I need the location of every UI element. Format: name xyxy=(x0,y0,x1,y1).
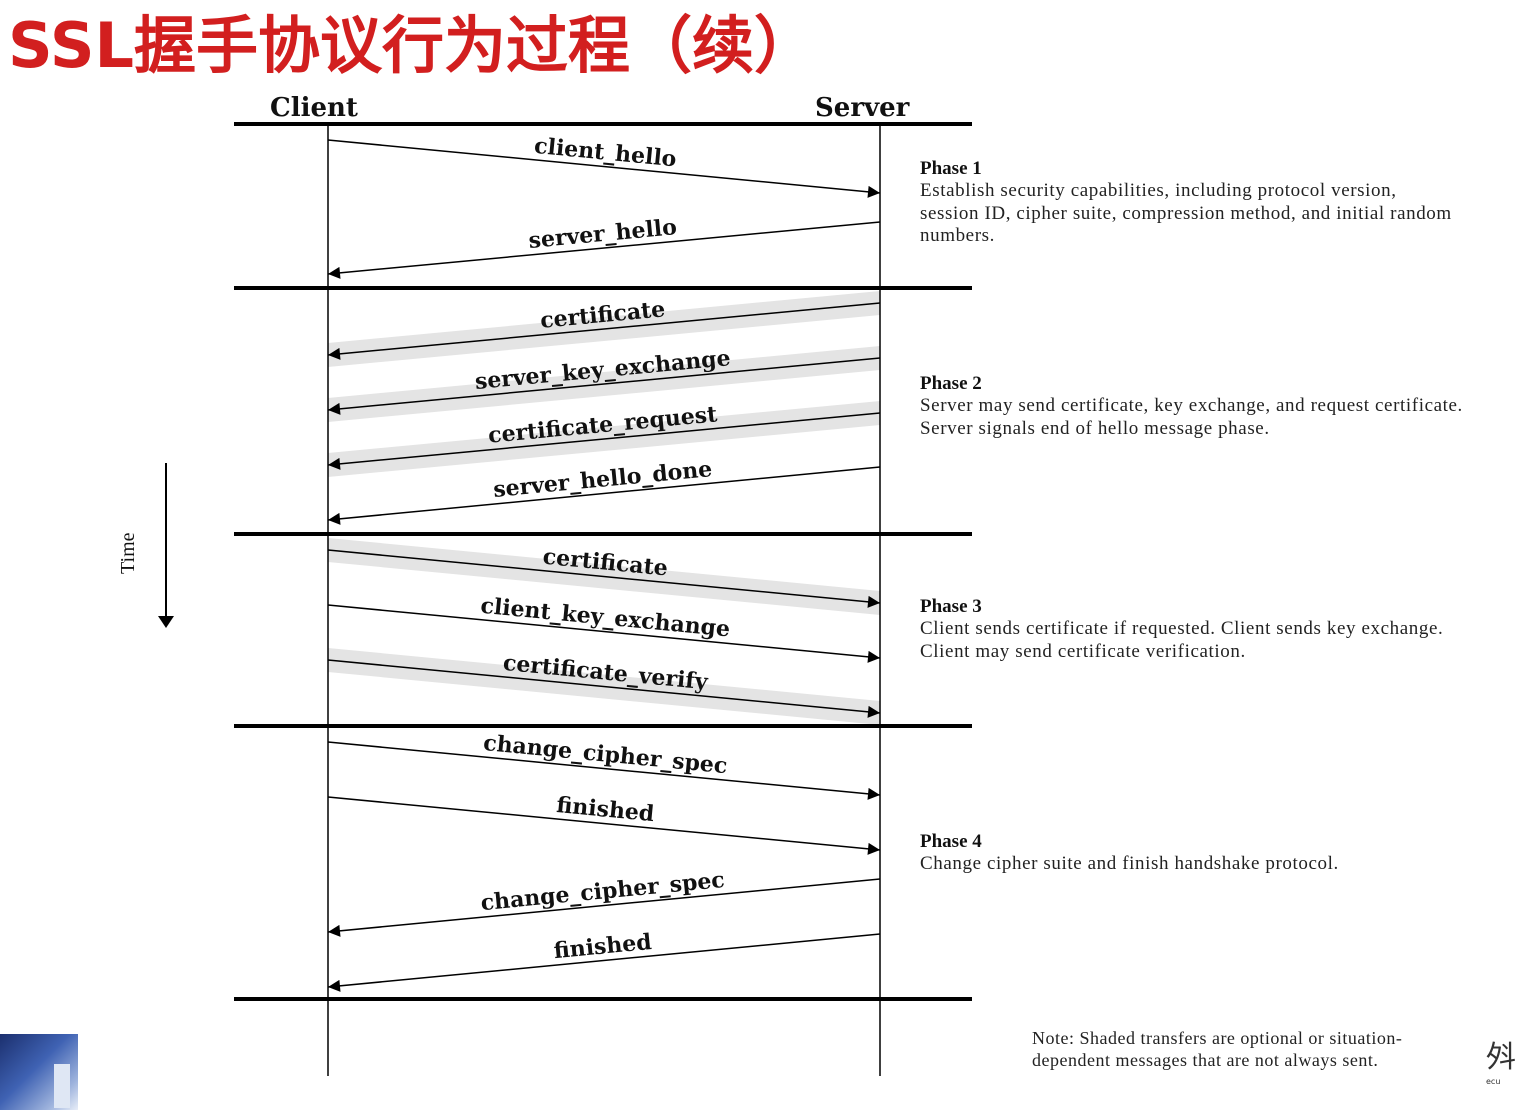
message-arrow xyxy=(327,878,881,937)
page-title: SSL握手协议行为过程（续） xyxy=(8,9,817,82)
message-arrow xyxy=(327,741,881,800)
phase-1-description: Establish security capabilities, includi… xyxy=(920,180,1452,246)
client-column-header: Client xyxy=(270,93,358,123)
message-label: client_key_exchange xyxy=(479,593,731,643)
institution-logo-left xyxy=(0,1034,78,1110)
message-arrow xyxy=(327,466,881,525)
message-label: finished xyxy=(555,792,655,827)
message-arrow xyxy=(327,796,881,855)
message-label: change_cipher_spec xyxy=(480,867,726,916)
message-arrow xyxy=(327,221,881,279)
phase-3-description: Client sends certificate if requested. C… xyxy=(920,618,1444,662)
phase-3-title: Phase 3 xyxy=(920,596,982,617)
time-label: Time xyxy=(117,532,139,574)
phase-2-title: Phase 2 xyxy=(920,373,982,394)
message-arrow xyxy=(327,139,881,198)
phase-4-title: Phase 4 xyxy=(920,831,982,852)
institution-logo-right: 斘 ecu xyxy=(1486,1040,1516,1086)
phase-1-title: Phase 1 xyxy=(920,158,982,179)
shading-note: Note: Shaded transfers are optional or s… xyxy=(1032,1028,1403,1070)
phase-4-description: Change cipher suite and finish handshake… xyxy=(920,853,1339,874)
message-label: change_cipher_spec xyxy=(482,730,728,779)
message-label: finished xyxy=(553,929,653,964)
message-arrow xyxy=(327,933,881,992)
message-arrow xyxy=(327,659,881,718)
message-arrow xyxy=(327,604,881,663)
message-arrow xyxy=(327,412,881,470)
time-arrow-head xyxy=(158,616,174,628)
message-arrow xyxy=(327,302,881,360)
message-label: server_hello_done xyxy=(492,456,713,503)
server-column-header: Server xyxy=(815,93,910,123)
message-arrow xyxy=(327,357,881,415)
phase-2-description: Server may send certificate, key exchang… xyxy=(920,395,1463,439)
message-arrow xyxy=(327,549,881,608)
